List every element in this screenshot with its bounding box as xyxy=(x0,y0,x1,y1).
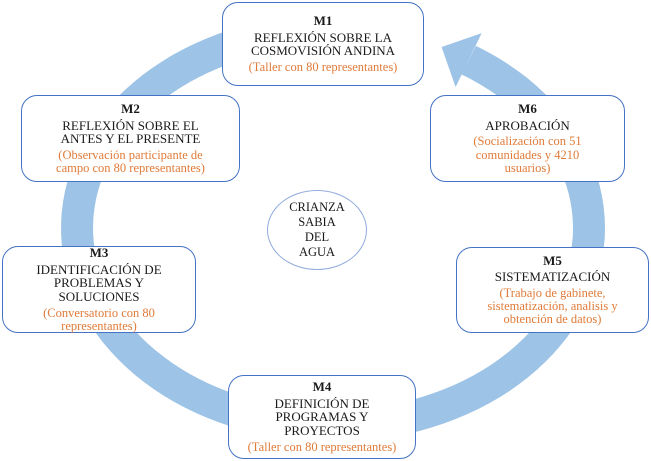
step-code: M5 xyxy=(543,252,562,268)
step-note: (Trabajo de gabinete, sistematización, a… xyxy=(487,285,618,327)
step-m1: M1 REFLEXIÓN SOBRE LA COSMOVISIÓN ANDINA… xyxy=(222,2,424,86)
step-code: M4 xyxy=(312,379,332,395)
step-note: (Observación participante de campo con 8… xyxy=(56,147,205,175)
step-m2: M2 REFLEXIÓN SOBRE EL ANTES Y EL PRESENT… xyxy=(21,95,240,182)
step-note: (Socialización con 51 comunidades y 4210… xyxy=(473,134,582,175)
step-code: M1 xyxy=(313,12,333,28)
step-title: SISTEMATIZACIÓN xyxy=(494,269,611,285)
step-title: APROBACIÓN xyxy=(485,117,570,133)
step-title: REFLEXIÓN SOBRE EL ANTES Y EL PRESENTE xyxy=(60,117,201,147)
step-note: (Conversatorio con 80 representantes) xyxy=(43,305,155,333)
step-title: DEFINICIÓN DE PROGRAMAS Y PROYECTOS xyxy=(274,395,370,439)
step-title: REFLEXIÓN SOBRE LA COSMOVISIÓN ANDINA xyxy=(250,29,396,59)
cycle-arrow-head-icon xyxy=(441,33,482,88)
step-code: M6 xyxy=(518,101,537,117)
step-m6: M6 APROBACIÓN (Socialización con 51 comu… xyxy=(430,95,625,182)
center-label: CRIANZA SABIA DEL AGUA xyxy=(267,190,367,270)
step-title: IDENTIFICACIÓN DE PROBLEMAS Y SOLUCIONES xyxy=(36,261,162,305)
step-m4: M4 DEFINICIÓN DE PROGRAMAS Y PROYECTOS (… xyxy=(228,375,416,459)
step-code: M2 xyxy=(121,100,140,116)
step-note: (Taller con 80 representantes) xyxy=(248,59,398,74)
step-m3: M3 IDENTIFICACIÓN DE PROBLEMAS Y SOLUCIO… xyxy=(2,246,196,333)
step-m5: M5 SISTEMATIZACIÓN (Trabajo de gabinete,… xyxy=(456,247,649,333)
step-code: M3 xyxy=(89,245,109,261)
step-note: (Taller con 80 representantes) xyxy=(247,439,397,454)
